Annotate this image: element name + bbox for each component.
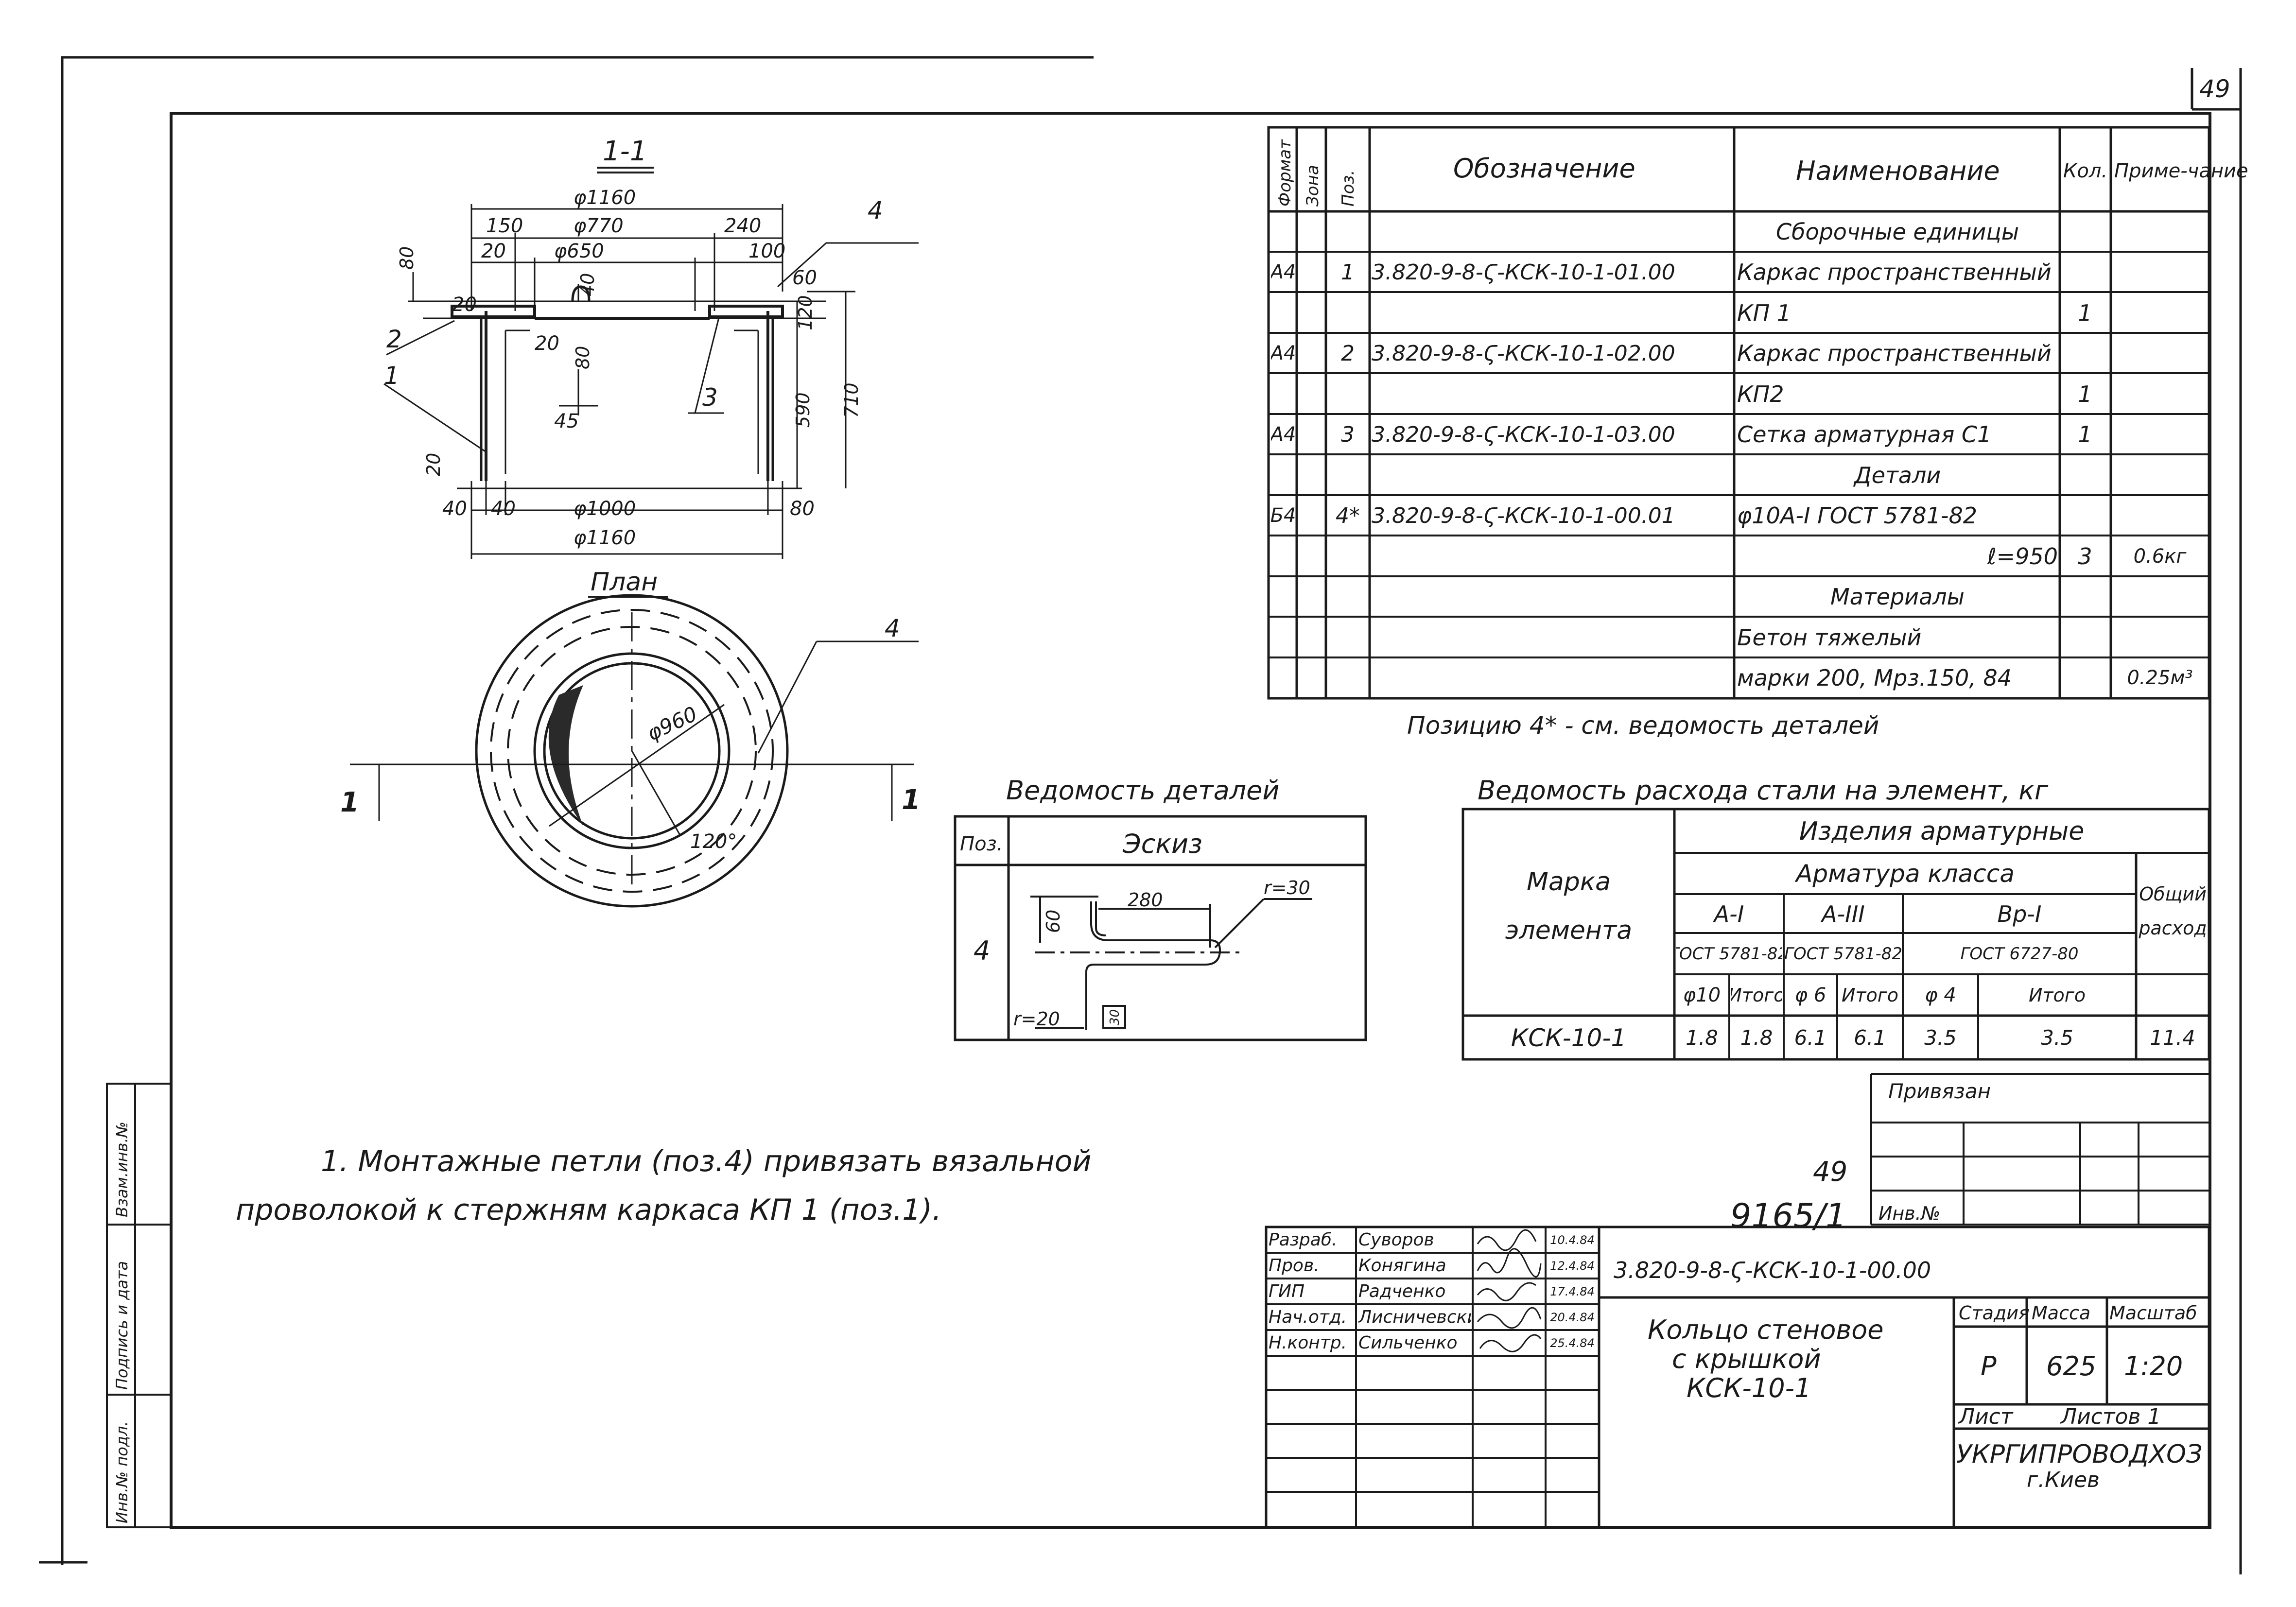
page-number: 49	[2199, 75, 2230, 103]
details-col-sketch: Эскиз	[1122, 829, 1202, 859]
dim-w150: 150	[486, 215, 523, 237]
title-block	[1265, 1226, 2210, 1529]
dim-w240: 240	[724, 215, 761, 237]
details-title: Ведомость деталей	[1006, 775, 1280, 806]
side-stamp	[106, 1083, 172, 1528]
spec-header-name: Наименование	[1796, 156, 2000, 186]
stamp-title-3: КСК-10-1	[1687, 1373, 1811, 1403]
note-line-1: 1. Монтажные петли (поз.4) привязать вяз…	[321, 1144, 1091, 1178]
stamp-org: УКРГИПРОВОДХОЗ	[1956, 1440, 2202, 1469]
spec-header-designation: Обозначение	[1453, 153, 1635, 184]
dim-w60: 60	[792, 267, 817, 289]
section-title: 1-1	[603, 136, 647, 167]
plan-shading	[548, 685, 583, 826]
dim-w40-a: 40	[442, 498, 467, 520]
callout-3: 3	[702, 383, 718, 412]
stamp-title-1: Кольцо стеновое	[1648, 1314, 1883, 1345]
spec-header-zone: Зона	[1303, 165, 1322, 207]
side-inv-orig: Инв.№ подл.	[113, 1421, 131, 1523]
stamp-stage-label: Стадия	[1959, 1302, 2030, 1324]
dim-w40-b: 40	[491, 498, 516, 520]
sketch-d60: 60	[1043, 910, 1064, 933]
stamp-sheets-label: Листов 1	[2060, 1404, 2161, 1429]
dim-w20-inner: 20	[535, 332, 559, 355]
spec-footnote: Позицию 4* - см. ведомость деталей	[1407, 711, 1879, 740]
stamp-document-code: 3.820-9-8-Ϛ-КСК-10-1-00.00	[1614, 1257, 1931, 1283]
callout-1: 1	[384, 362, 400, 390]
details-table	[954, 815, 1367, 1041]
sketch-d30: 30	[1108, 1009, 1122, 1025]
steel-title: Ведомость расхода стали на элемент, кг	[1478, 775, 2049, 806]
callout-4: 4	[868, 196, 883, 225]
steel-table-inner	[1674, 852, 2209, 1059]
dim-w80-right: 80	[790, 498, 815, 520]
stamp-code-num: 9165/1	[1730, 1197, 1846, 1235]
binding-box	[1870, 1073, 2209, 1226]
signature-scribbles	[1477, 1229, 1542, 1352]
title-block-signers	[1266, 1227, 1599, 1527]
dim-w20-mid: 20	[452, 294, 477, 316]
dim-d1160-bot: φ1160	[574, 527, 636, 549]
plan-view: План φ960 120° 4 1 1	[340, 568, 921, 908]
details-col-pos: Поз.	[960, 833, 1003, 855]
dim-w100: 100	[748, 240, 785, 262]
dim-d1000: φ1000	[574, 498, 636, 520]
dim-w80-left: 80	[396, 246, 417, 270]
stamp-stage: Р	[1981, 1351, 1997, 1382]
plan-callout-4: 4	[885, 614, 900, 642]
stamp-scale: 1:20	[2124, 1351, 2183, 1382]
spec-header-pos: Поз.	[1339, 170, 1358, 207]
side-sign-date: Подпись и дата	[113, 1261, 131, 1390]
plan-d960: φ960	[644, 702, 701, 745]
spec-table-rows	[1269, 251, 2209, 658]
plan-title: План	[591, 568, 658, 597]
dim-w45: 45	[554, 410, 579, 432]
spec-header-note: Приме-чание	[2114, 160, 2248, 182]
spec-header-qty: Кол.	[2063, 160, 2107, 182]
stamp-mass: 625	[2046, 1351, 2096, 1382]
dim-w20-top: 20	[481, 240, 506, 262]
side-replace-inv: Взам.инв.№	[113, 1122, 131, 1217]
dim-d1160-top: φ1160	[574, 187, 636, 209]
dim-h590: 590	[792, 392, 814, 428]
loop-sketch	[1030, 896, 1312, 1030]
sketch-d280: 280	[1128, 889, 1163, 911]
stamp-city: г.Киев	[2027, 1468, 2100, 1492]
binding-inv-label: Инв.№	[1879, 1203, 1940, 1224]
spec-table	[1267, 126, 2210, 700]
dim-h710: 710	[841, 382, 862, 418]
dim-w20-low: 20	[423, 453, 444, 476]
stamp-title-2: с крышкой	[1672, 1344, 1821, 1374]
sketch-r30: r=30	[1264, 877, 1310, 899]
note-line-2: проволокой к стержням каркаса КП 1 (поз.…	[236, 1193, 941, 1227]
dim-w80-inner: 80	[572, 346, 593, 369]
stamp-sheet-no: 49	[1813, 1156, 1847, 1188]
plan-angle: 120°	[690, 830, 737, 853]
callout-2: 2	[386, 325, 402, 353]
dim-d650: φ650	[554, 240, 604, 262]
dim-w120: 120	[795, 295, 816, 330]
dim-w40-top: 40	[577, 273, 598, 296]
section-view: 1-1	[383, 136, 919, 559]
steel-table	[1461, 808, 2210, 1061]
details-pos-4: 4	[974, 935, 990, 966]
stamp-sheet-label: Лист	[1958, 1404, 2014, 1429]
cut-mark-left: 1	[340, 787, 359, 818]
cut-mark-right: 1	[902, 784, 921, 816]
binding-label: Привязан	[1888, 1079, 1991, 1103]
spec-header-format: Формат	[1275, 139, 1295, 207]
sketch-r20: r=20	[1013, 1008, 1060, 1030]
stamp-mass-label: Масса	[2032, 1302, 2090, 1324]
stamp-scale-label: Масштаб	[2109, 1302, 2197, 1324]
dim-d770: φ770	[574, 215, 624, 237]
